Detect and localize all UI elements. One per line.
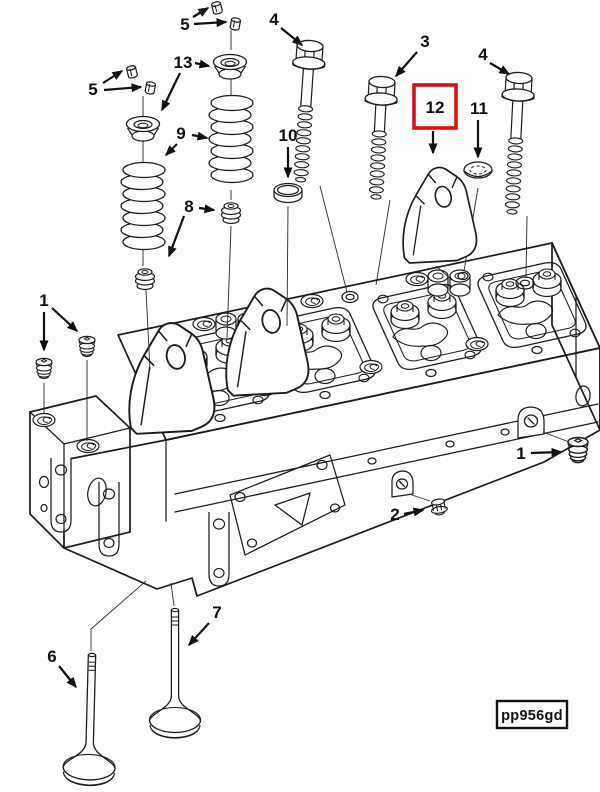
svg-text:4: 4 xyxy=(478,45,488,64)
callout-10: 10 xyxy=(279,126,298,179)
head-deck-details xyxy=(161,263,586,423)
spring-retainer-left xyxy=(125,115,161,142)
callout-11: 11 xyxy=(470,99,488,159)
callout-7: 7 xyxy=(187,603,222,647)
valve-keeper xyxy=(125,64,139,80)
image-code-text: pp956gd xyxy=(501,708,563,724)
valve-keeper xyxy=(210,0,224,16)
callout-8: 8 xyxy=(167,197,216,258)
callout-9: 9 xyxy=(164,124,209,157)
svg-text:1: 1 xyxy=(516,444,525,463)
callout-1-left: 1 xyxy=(39,291,79,352)
svg-text:1: 1 xyxy=(39,291,48,310)
callout-6: 6 xyxy=(47,647,77,689)
leader-lines xyxy=(43,30,570,651)
lifting-bracket-installed-center xyxy=(225,287,310,397)
valve-intake xyxy=(61,652,119,787)
head-front-face xyxy=(50,347,600,597)
svg-text:8: 8 xyxy=(184,197,193,216)
callout-5-left: 5 xyxy=(88,70,143,99)
valve-keeper xyxy=(144,80,157,96)
valve-exhaust xyxy=(148,607,202,739)
image-code: pp956gd xyxy=(495,699,569,730)
plug-boss-right xyxy=(517,406,545,439)
head-bolt-long-left xyxy=(283,38,327,184)
pipe-plug-left-a xyxy=(35,357,53,380)
callout-1-right: 1 xyxy=(516,444,563,463)
spring-retainer-right xyxy=(212,53,248,80)
valve-keeper xyxy=(229,16,242,32)
plug-boss-small xyxy=(391,470,414,498)
callout-4-right: 4 xyxy=(478,45,511,75)
callout-3: 3 xyxy=(395,32,430,78)
callout-2: 2 xyxy=(390,505,425,524)
image-code-box xyxy=(495,699,569,730)
head-bolt-long-right xyxy=(495,71,536,216)
svg-text:5: 5 xyxy=(88,80,97,99)
lifting-bracket-installed-left xyxy=(128,322,216,435)
svg-text:10: 10 xyxy=(279,126,298,145)
highlight-box-12 xyxy=(412,83,458,130)
front-flange xyxy=(229,454,346,556)
svg-text:3: 3 xyxy=(420,32,429,51)
valve-spring-right xyxy=(208,94,254,184)
valve-stem-seal-left xyxy=(134,268,156,291)
valve-stem-seal-right xyxy=(220,202,242,225)
front-strap-3 xyxy=(208,511,230,587)
callouts: 5 5 13 9 8 10 4 3 4 12 xyxy=(39,7,563,689)
callout-13: 13 xyxy=(161,53,211,112)
svg-text:6: 6 xyxy=(47,647,56,666)
svg-text:4: 4 xyxy=(269,10,279,29)
valve-guide-ring xyxy=(273,182,303,204)
pipe-plug-right xyxy=(567,436,589,464)
callout-4-left: 4 xyxy=(269,10,304,46)
lifting-bracket-exploded xyxy=(402,166,478,264)
bolt-hole xyxy=(341,271,535,304)
valve-spring-left xyxy=(120,161,166,251)
cylinder-head xyxy=(29,242,600,597)
svg-text:13: 13 xyxy=(174,53,193,72)
svg-text:2: 2 xyxy=(390,505,399,524)
head-bolt-medium xyxy=(359,75,399,201)
svg-text:11: 11 xyxy=(470,99,488,118)
front-strap-2 xyxy=(98,481,120,557)
callout-12: 12 xyxy=(412,83,458,155)
svg-text:5: 5 xyxy=(180,15,189,34)
front-strap-1 xyxy=(50,457,72,533)
head-left-block xyxy=(29,395,131,549)
cup-plug xyxy=(463,161,493,179)
svg-text:12: 12 xyxy=(426,98,445,117)
exploded-parts xyxy=(35,0,589,787)
svg-text:9: 9 xyxy=(176,124,185,143)
svg-text:7: 7 xyxy=(212,603,221,622)
pipe-plug-left-b xyxy=(78,335,96,358)
callout-5-top: 5 xyxy=(180,7,228,34)
